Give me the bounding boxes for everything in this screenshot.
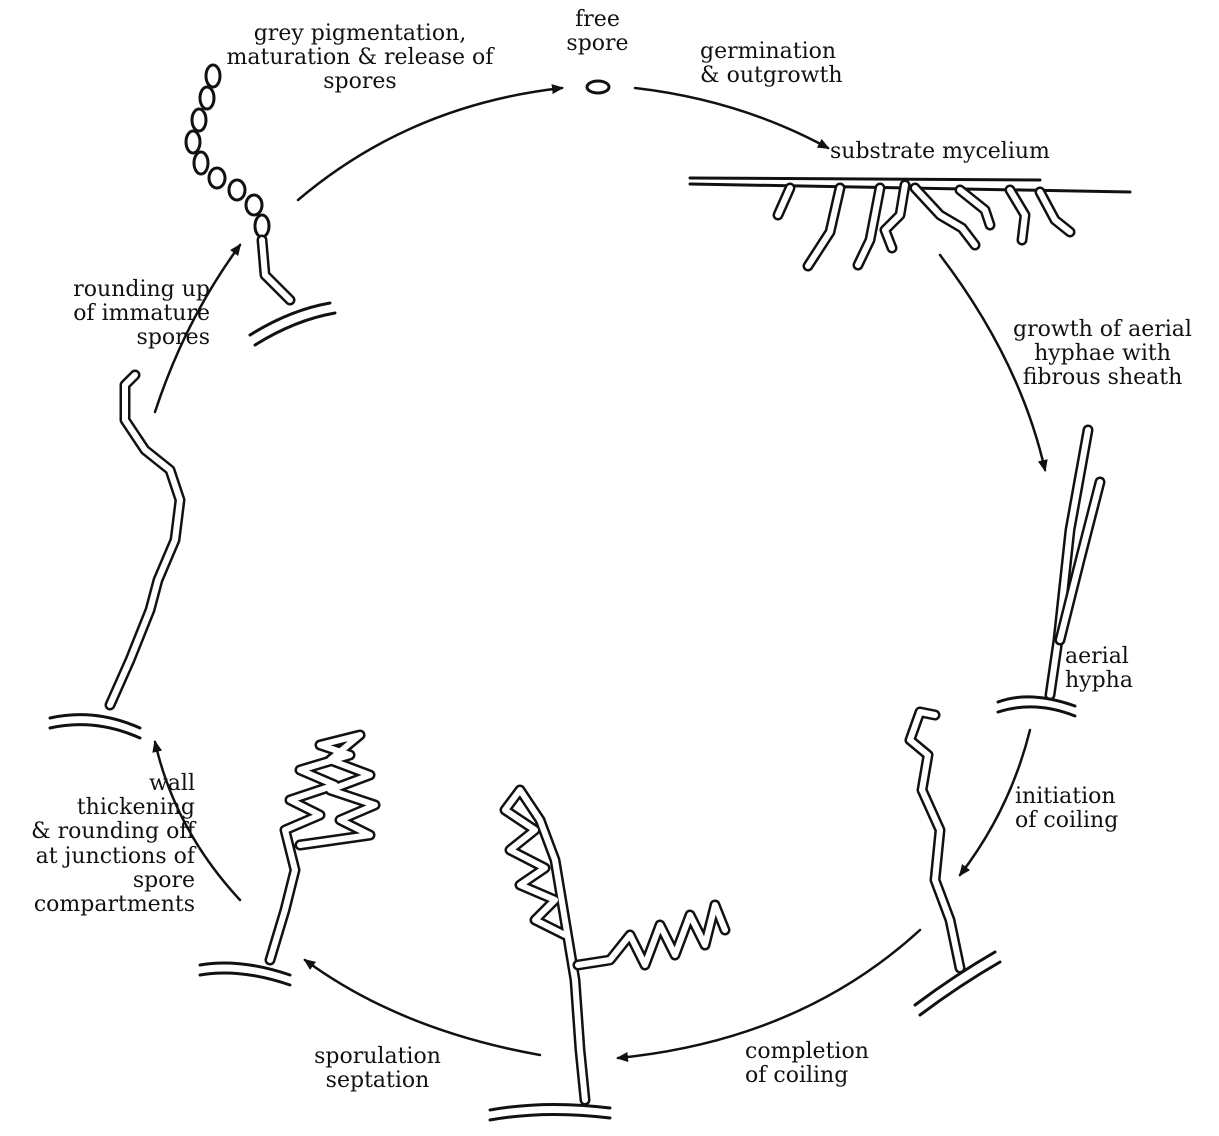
sporulation-coil-shape [200, 735, 375, 985]
label-aerial-hypha: aerial hypha [1065, 645, 1175, 693]
initiation-coiling-shape [910, 712, 1000, 1015]
label-grey-pigmentation: grey pigmentation, maturation & release … [225, 22, 495, 95]
arrow-sporulation [305, 960, 540, 1055]
label-growth-aerial: growth of aerial hyphae with fibrous she… [990, 318, 1215, 391]
label-substrate-mycelium: substrate mycelium [830, 140, 1070, 164]
label-germination: germination & outgrowth [700, 40, 880, 88]
arrow-release-to-free-spore [298, 88, 562, 200]
rounding-up-chain-shape [50, 375, 180, 738]
label-free-spore: free spore [550, 8, 645, 56]
label-rounding-up: rounding up of immature spores [30, 278, 210, 351]
substrate-mycelium-shape [690, 178, 1130, 266]
free-spore-shape [587, 81, 609, 93]
label-wall-thickening: wall thickening & rounding off at juncti… [5, 772, 195, 917]
label-completion-coiling: completion of coiling [745, 1040, 895, 1088]
label-sporulation: sporulation septation [285, 1045, 470, 1093]
arrow-germination [635, 88, 828, 148]
completion-coiling-shape [490, 790, 725, 1120]
label-initiation-coiling: initiation of coiling [1015, 785, 1155, 833]
